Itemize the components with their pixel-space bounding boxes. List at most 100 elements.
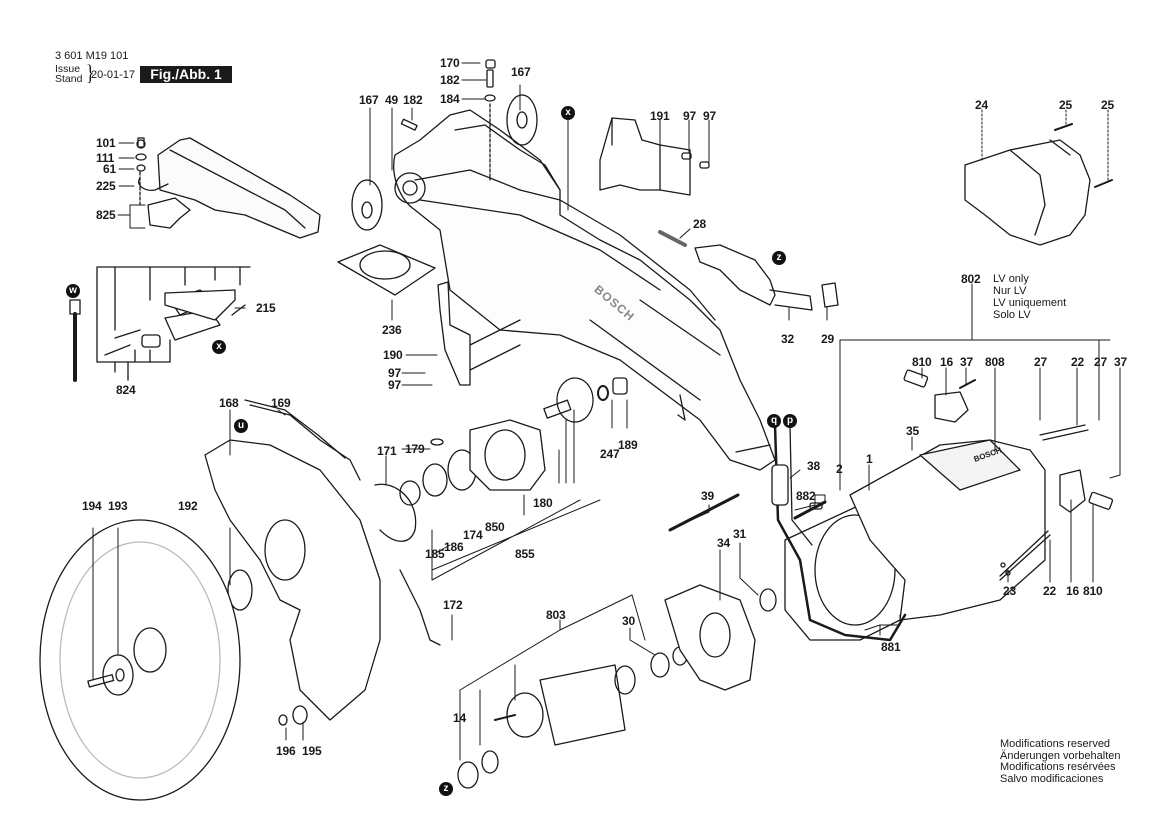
part-label: 247 — [600, 447, 620, 461]
issue-date: 20-01-17 — [91, 69, 136, 81]
motor-housing-1 — [849, 439, 1046, 621]
part-label: 850 — [485, 520, 505, 534]
part-label: 28 — [693, 217, 706, 231]
part-label: 167 — [511, 65, 531, 79]
washer-167-left — [351, 179, 383, 231]
modifications-note-line: Salvo modificaciones — [1000, 772, 1104, 785]
variant-note-line: Nur LV — [993, 285, 1027, 297]
part-label: 190 — [383, 348, 403, 362]
part-label: 189 — [618, 438, 638, 452]
part-label: 16 — [940, 355, 953, 369]
figure-label: Fig./Abb. 1 — [140, 66, 232, 83]
part-label: 37 — [1114, 355, 1127, 369]
part-label: 192 — [178, 499, 198, 513]
part-label: 168 — [219, 396, 239, 410]
part-label: 881 — [881, 640, 901, 654]
stand-label: Stand — [55, 73, 83, 85]
marker-z-lock: z — [772, 251, 786, 265]
part-label: 97 — [388, 378, 401, 392]
bearing-31 — [759, 588, 777, 612]
part-label: 808 — [985, 355, 1005, 369]
part-label: 225 — [96, 179, 116, 193]
leader-lines — [92, 62, 1121, 761]
modifications-note-line: Modifications reserved — [1000, 738, 1111, 750]
marker-x-lever: x — [212, 340, 226, 354]
modifications-note-line: Modifications resérvées — [1000, 761, 1116, 773]
part-label: 169 — [271, 396, 291, 410]
variant-note-line: Solo LV — [993, 309, 1031, 321]
part-label: 882 — [796, 489, 816, 503]
armature-drawing — [457, 646, 688, 789]
part-label: 180 — [533, 496, 553, 510]
motor-cap-24 — [964, 139, 1091, 246]
part-label: 179 — [405, 442, 425, 456]
part-label: 174 — [463, 528, 483, 542]
part-label: 97 — [703, 109, 716, 123]
part-label: 195 — [302, 744, 322, 758]
bracket-191 — [599, 117, 691, 196]
part-label: 167 — [359, 93, 379, 107]
part-label: 184 — [440, 92, 460, 106]
variant-note-line: LV only — [993, 273, 1029, 285]
part-label: 24 — [975, 98, 988, 112]
part-label: 182 — [403, 93, 423, 107]
variant-note-line: LV uniquement — [993, 297, 1067, 309]
part-label: 803 — [546, 608, 566, 622]
marker-z-armature: z — [439, 782, 453, 796]
part-label: 30 — [622, 614, 635, 628]
part-label: 824 — [116, 383, 136, 397]
marker-w: w — [66, 284, 80, 298]
part-label: 97 — [683, 109, 696, 123]
part-label: 14 — [453, 711, 466, 725]
part-label: 25 — [1059, 98, 1072, 112]
upper-housing-drawing — [393, 109, 776, 471]
part-label: 61 — [103, 162, 116, 176]
marker-u: u — [234, 419, 248, 433]
part-label: 810 — [1083, 584, 1103, 598]
part-label: 810 — [912, 355, 932, 369]
part-label: 215 — [256, 301, 276, 315]
part-label: 31 — [733, 527, 746, 541]
part-label: 825 — [96, 208, 116, 222]
variant-note: LV only Nur LV LV uniquement Solo LV — [993, 273, 1066, 321]
part-label: 194 — [82, 499, 102, 513]
part-label: 23 — [1003, 584, 1016, 598]
marker-x-housing: x — [561, 106, 575, 120]
lever-assembly-drawing — [69, 266, 251, 382]
brace-icon: } — [86, 60, 95, 85]
part-label: 27 — [1034, 355, 1047, 369]
part-label: 97 — [388, 366, 401, 380]
part-label: 32 — [781, 332, 794, 346]
issue-stand-label: Issue Stand — [55, 63, 83, 85]
washer-167-right — [506, 94, 538, 146]
part-label: 16 — [1066, 584, 1079, 598]
part-label: 186 — [444, 540, 464, 554]
part-label: 236 — [382, 323, 402, 337]
part-label: 37 — [960, 355, 973, 369]
modifications-note: Modifications reserved Änderungen vorbeh… — [1000, 738, 1121, 785]
flange-192 — [227, 569, 253, 611]
part-label: 170 — [440, 56, 460, 70]
part-label: 802 — [961, 272, 981, 286]
blade-guard-168 — [204, 439, 381, 721]
part-label: 171 — [377, 444, 397, 458]
part-label: 39 — [701, 489, 714, 503]
modifications-note-line: Änderungen vorbehalten — [1000, 749, 1121, 762]
part-label: 34 — [717, 536, 730, 550]
blade-guard-arm-drawing — [135, 137, 321, 239]
part-label: 22 — [1043, 584, 1056, 598]
issue-label: Issue — [55, 63, 81, 75]
part-label: 101 — [96, 136, 116, 150]
part-label: 111 — [96, 151, 115, 165]
part-number: 3 601 M19 101 — [55, 50, 129, 62]
part-label: 35 — [906, 424, 919, 438]
part-label: 29 — [821, 332, 834, 346]
marker-p: p — [783, 414, 797, 428]
part-label: 193 — [108, 499, 128, 513]
part-label: 38 — [807, 459, 820, 473]
part-label: 172 — [443, 598, 463, 612]
part-label: 2 — [836, 462, 843, 476]
part-label: 49 — [385, 93, 398, 107]
marker-q: q — [767, 414, 781, 428]
